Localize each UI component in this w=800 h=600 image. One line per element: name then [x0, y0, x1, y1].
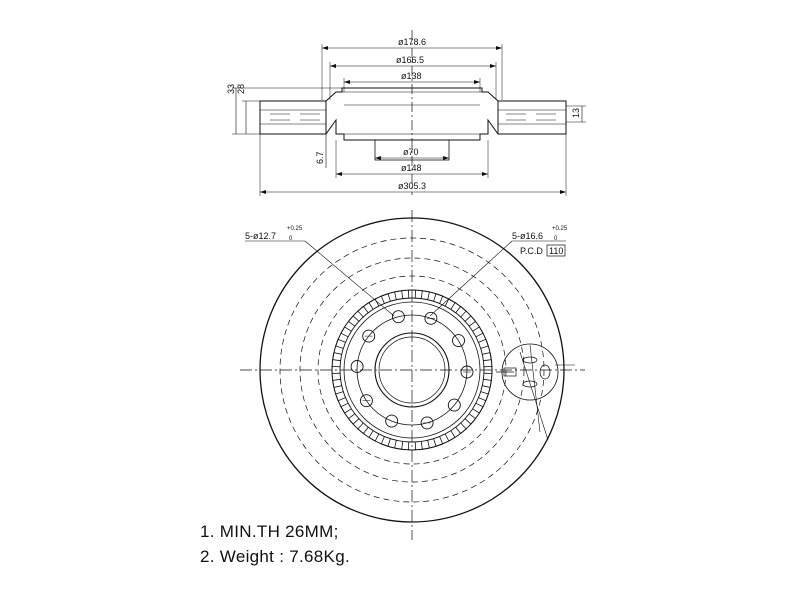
vent-slot — [472, 402, 484, 414]
vent-slot — [340, 326, 352, 338]
dim-mid-diameter: ø166.5 — [396, 55, 424, 65]
wheel-hole — [359, 394, 373, 408]
vent-slot — [482, 378, 492, 388]
bolt-hole — [447, 398, 461, 412]
dim-inner-diameter: ø138 — [401, 71, 422, 81]
hole-callout: 5-ø16.6 — [512, 231, 543, 241]
dimension-arrows — [260, 46, 566, 194]
wheel-hole — [420, 416, 434, 430]
vent-slot — [483, 365, 493, 375]
face-view — [240, 210, 585, 540]
vent-slot — [482, 352, 492, 362]
bolt-hole — [350, 360, 364, 373]
dim-total-height: 33 — [226, 84, 236, 94]
bolt-callout: 5-ø12.7 — [245, 231, 276, 241]
dim-disc-diameter: ø305.3 — [398, 181, 426, 191]
hole-pattern — [350, 310, 474, 430]
dim-bore-diameter: ø70 — [403, 147, 419, 157]
pcd-value: 110 — [549, 246, 563, 256]
vent-slots — [331, 289, 493, 451]
vent-slot — [340, 402, 352, 414]
vent-slot — [380, 436, 391, 447]
vent-slot — [444, 430, 456, 442]
vent-slot — [464, 315, 477, 327]
bolt-tolerance: +0.25 — [287, 226, 303, 232]
vent-slot — [357, 422, 369, 435]
vent-slot — [444, 298, 456, 310]
vent-slot — [472, 326, 484, 338]
vent-slot — [433, 293, 444, 304]
vent-slot — [455, 422, 467, 435]
vent-slot — [368, 430, 380, 442]
vent-slot — [407, 289, 417, 299]
dim-thickness: 28 — [236, 84, 246, 94]
bolt-hole — [385, 414, 399, 428]
vent-slot — [332, 378, 342, 388]
pcd-label: P.C.D — [520, 246, 543, 256]
wheel-hole — [460, 365, 474, 379]
dim-outer-diameter: ø178.6 — [398, 37, 426, 47]
vent-slot — [478, 338, 489, 349]
vent-slot — [433, 436, 444, 447]
section-view — [232, 30, 586, 196]
note-min-thickness: 1. MIN.TH 26MM; — [200, 522, 339, 541]
dim-right-height: 13 — [571, 108, 581, 118]
vent-slot — [331, 365, 341, 375]
pcd-box — [546, 244, 566, 257]
vent-slot — [455, 305, 467, 318]
vent-slot — [347, 315, 360, 327]
vent-slot — [357, 305, 369, 318]
vent-slot — [464, 413, 477, 425]
vent-slot — [335, 338, 346, 349]
hole-tolerance: +0.25 — [552, 226, 568, 232]
bolt-tolerance-lower: 0 — [289, 236, 293, 242]
vent-slot — [332, 352, 342, 362]
vent-slot — [368, 298, 380, 310]
vent-slot — [380, 293, 391, 304]
vent-slot — [407, 441, 417, 451]
vent-slot — [420, 440, 430, 450]
bolt-hole — [391, 310, 405, 324]
vent-slot — [335, 391, 346, 402]
vent-slot — [394, 290, 404, 300]
dim-offset: 6.7 — [315, 151, 325, 164]
wheel-hole — [362, 329, 376, 343]
vent-slot — [394, 440, 404, 450]
note-weight: 2. Weight : 7.68Kg. — [200, 547, 350, 566]
bolt-hole — [452, 334, 465, 348]
vent-slot — [420, 290, 430, 300]
hole-tolerance-lower: 0 — [554, 236, 558, 242]
vent-slot — [478, 391, 489, 402]
wheel-hole — [424, 311, 438, 325]
dim-hub-diameter: ø148 — [401, 163, 422, 173]
vent-slot — [347, 413, 360, 425]
